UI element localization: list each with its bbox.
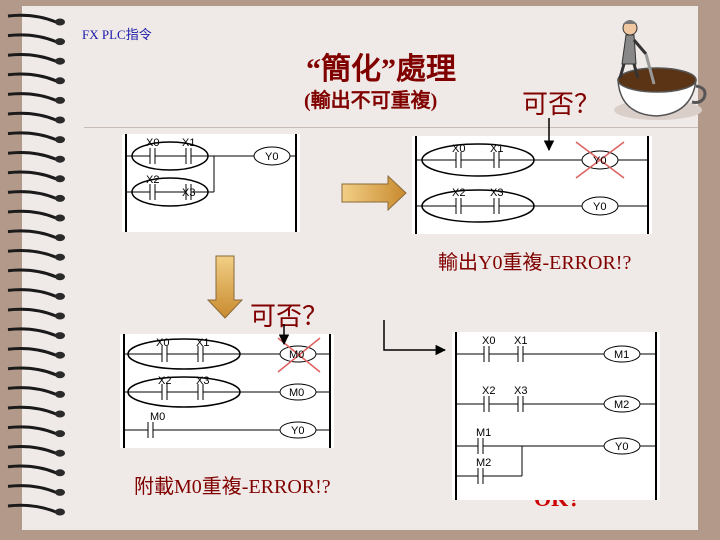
binding-ring-icon xyxy=(7,386,65,398)
coil-label-m0-first: M0 xyxy=(289,349,304,361)
binding-ring-icon xyxy=(7,111,65,124)
contact-label-x3: X3 xyxy=(196,375,209,387)
binding-ring-icon xyxy=(7,150,65,163)
binding-ring-icon xyxy=(7,327,65,340)
coffee-cup-mascot-icon xyxy=(614,20,707,120)
divider-line xyxy=(84,127,698,128)
binding-ring-icon xyxy=(7,229,65,242)
binding-ring-icon xyxy=(7,288,65,300)
ladder-diagram-original: X0 X1 X2 X3 Y0 xyxy=(122,134,300,232)
question-top: 可否？ xyxy=(522,90,601,119)
coil-label-y0-second: Y0 xyxy=(593,201,606,213)
ladder-diagram-ok: X0 X1 X2 X3 M1 M2 M1 M2 Y0 xyxy=(452,332,660,500)
contact-label-x3: X3 xyxy=(490,187,503,199)
contact-label-x2: X2 xyxy=(452,187,465,199)
course-label: FX PLC指令 xyxy=(82,27,152,42)
ladder-diagram-duplicate-y0: X0 X1 X2 X3 Y0 Y0 xyxy=(412,136,652,234)
arrow-right-icon xyxy=(341,174,407,212)
coil-label-y0: Y0 xyxy=(291,425,304,437)
binding-ring-icon xyxy=(7,425,65,438)
pointer-line xyxy=(383,320,447,356)
error-m0-text: 附載M0重複-ERROR!? xyxy=(134,476,331,498)
binding-ring-icon xyxy=(7,52,65,65)
binding-ring-icon xyxy=(7,346,65,359)
binding-ring-icon xyxy=(7,464,65,477)
binding-ring-icon xyxy=(7,72,65,85)
binding-ring-icon xyxy=(7,170,65,183)
coil-label-m2: M2 xyxy=(614,399,629,411)
error-y0-text: 輸出Y0重複-ERROR!? xyxy=(438,252,632,274)
binding-ring-icon xyxy=(7,248,65,261)
contact-label-x3: X3 xyxy=(182,187,195,199)
coil-label-m0-second: M0 xyxy=(289,387,304,399)
contact-label-x0: X0 xyxy=(482,335,495,347)
contact-label-x2: X2 xyxy=(158,375,171,387)
binding-ring-icon xyxy=(7,190,65,202)
contact-label-x0: X0 xyxy=(156,337,169,349)
contact-label-x1: X1 xyxy=(182,137,195,149)
coil-label-y0-first: Y0 xyxy=(593,155,606,167)
contact-label-x1: X1 xyxy=(490,143,503,155)
binding-ring-icon xyxy=(7,209,65,222)
binding-ring-icon xyxy=(7,13,65,26)
contact-label-x1: X1 xyxy=(514,335,527,347)
slide-title: “簡化”處理 xyxy=(306,53,456,86)
binding-ring-icon xyxy=(7,405,65,418)
ladder-diagram-duplicate-m0: X0 X1 X2 X3 M0 M0 M0 Y0 xyxy=(120,334,334,448)
binding-ring-icon xyxy=(7,503,65,516)
coil-label-m1: M1 xyxy=(614,349,629,361)
contact-label-x0: X0 xyxy=(146,137,159,149)
binding-ring-icon xyxy=(7,444,65,457)
spiral-binding xyxy=(7,13,65,516)
arrow-down-icon xyxy=(206,255,244,319)
binding-ring-icon xyxy=(7,33,65,46)
contact-label-m1: M1 xyxy=(476,427,491,439)
contact-label-x1: X1 xyxy=(196,337,209,349)
binding-ring-icon xyxy=(7,92,65,104)
binding-ring-icon xyxy=(7,307,65,320)
contact-label-m2: M2 xyxy=(476,457,491,469)
contact-label-x2: X2 xyxy=(482,385,495,397)
coil-label-y0: Y0 xyxy=(265,151,278,163)
coil-label-y0: Y0 xyxy=(615,441,628,453)
binding-ring-icon xyxy=(7,484,65,496)
contact-label-m0: M0 xyxy=(150,411,165,423)
question-left: 可否？ xyxy=(250,302,329,331)
binding-ring-icon xyxy=(7,268,65,281)
binding-ring-icon xyxy=(7,131,65,144)
slide-subtitle: (輸出不可重複) xyxy=(304,90,438,112)
contact-label-x3: X3 xyxy=(514,385,527,397)
contact-label-x0: X0 xyxy=(452,143,465,155)
contact-label-x2: X2 xyxy=(146,174,159,186)
binding-ring-icon xyxy=(7,366,65,379)
